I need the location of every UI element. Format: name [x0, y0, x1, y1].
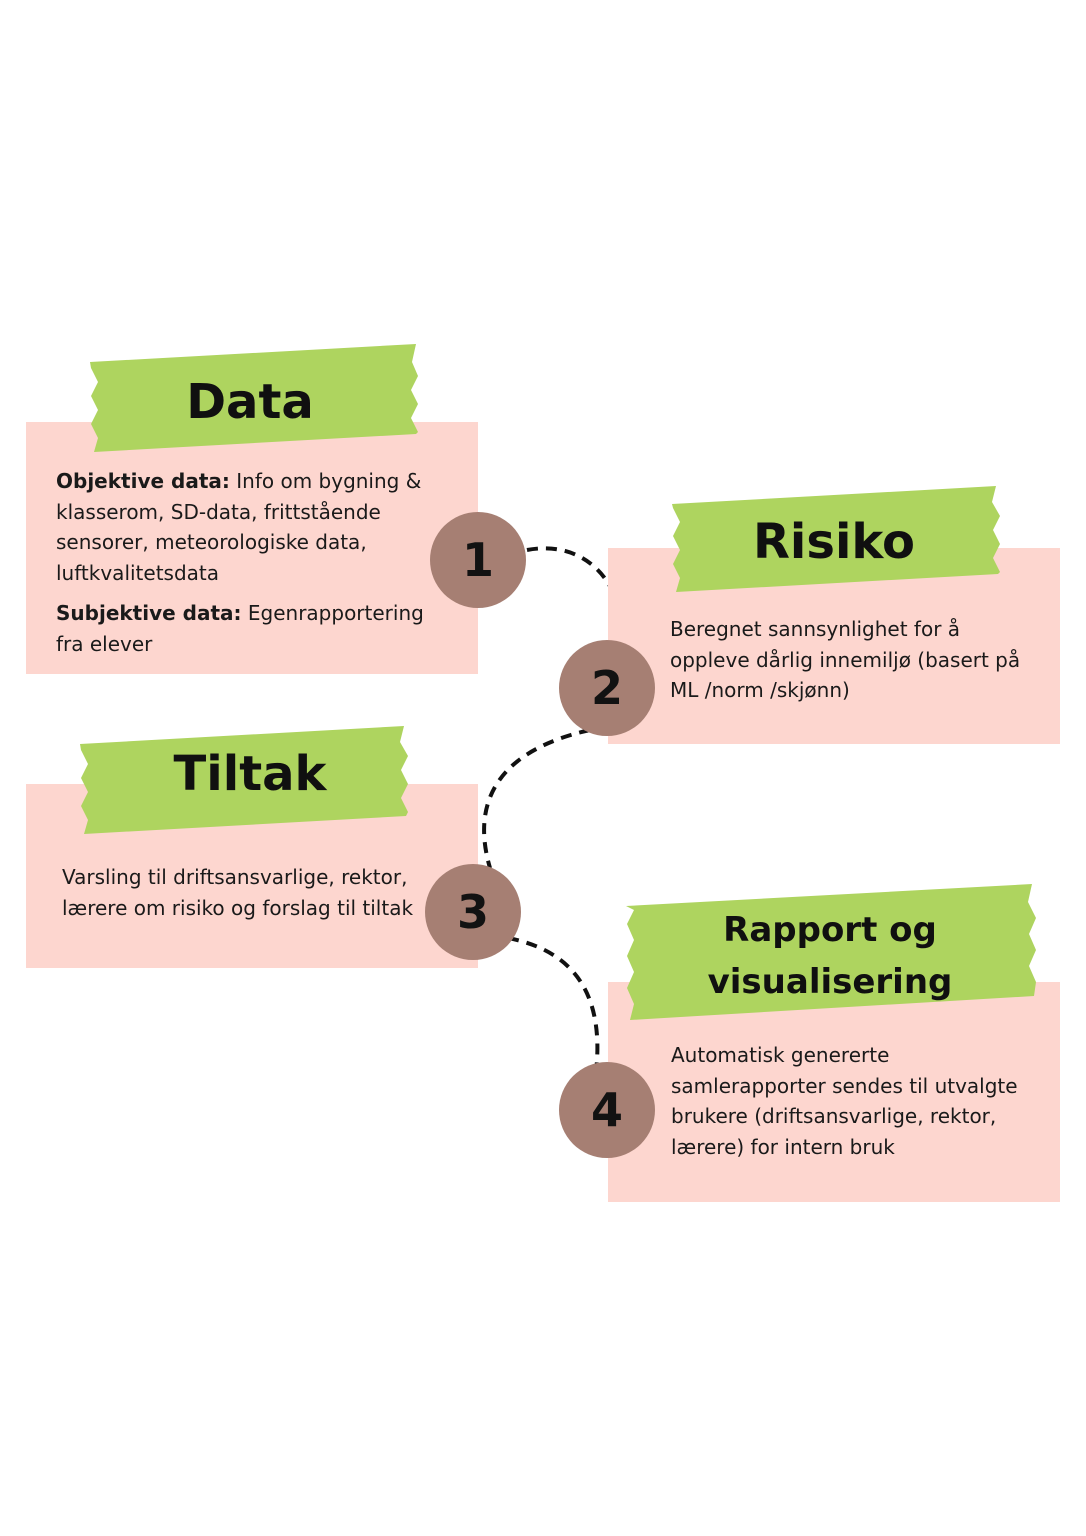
- objective-label: Objektive data:: [56, 469, 230, 493]
- step-3-title: Tiltak: [173, 746, 327, 802]
- step-1-subjective-paragraph: Subjektive data: Egenrapportering fra el…: [56, 598, 426, 659]
- step-1-badge: 1: [430, 512, 526, 608]
- step-4-card: [608, 982, 1060, 1202]
- step-1-card: [26, 422, 478, 674]
- step-3-tape: [80, 726, 408, 834]
- step-2-tape: [672, 486, 1000, 592]
- step-1-title: Data: [186, 374, 314, 430]
- step-4-title-line1: Rapport og: [723, 910, 937, 950]
- step-4-description: Automatisk genererte samlerapporter send…: [671, 1043, 1018, 1159]
- step-2-badge: 2: [559, 640, 655, 736]
- subjective-text: Egenrapportering fra elever: [56, 601, 424, 656]
- step-4-tape: [626, 884, 1036, 1020]
- objective-text: Info om bygning & klasserom, SD-data, fr…: [56, 469, 422, 585]
- step-2-description: Beregnet sannsynlighet for å oppleve dår…: [670, 617, 1021, 702]
- step-1-objective-paragraph: Objektive data: Info om bygning & klasse…: [56, 466, 426, 588]
- connector-2-3: [482, 728, 591, 869]
- step-4-badge: 4: [559, 1062, 655, 1158]
- step-3-badge: 3: [425, 864, 521, 960]
- step-4-title-line2: visualisering: [707, 962, 953, 1002]
- step-2-title: Risiko: [752, 514, 916, 570]
- step-3-description: Varsling til driftsansvarlige, rektor, l…: [62, 865, 414, 920]
- subjective-label: Subjektive data:: [56, 601, 242, 625]
- step-1-description: Objektive data: Info om bygning & klasse…: [56, 466, 426, 659]
- connector-3-4: [507, 936, 600, 1073]
- step-1-tape: [90, 344, 418, 452]
